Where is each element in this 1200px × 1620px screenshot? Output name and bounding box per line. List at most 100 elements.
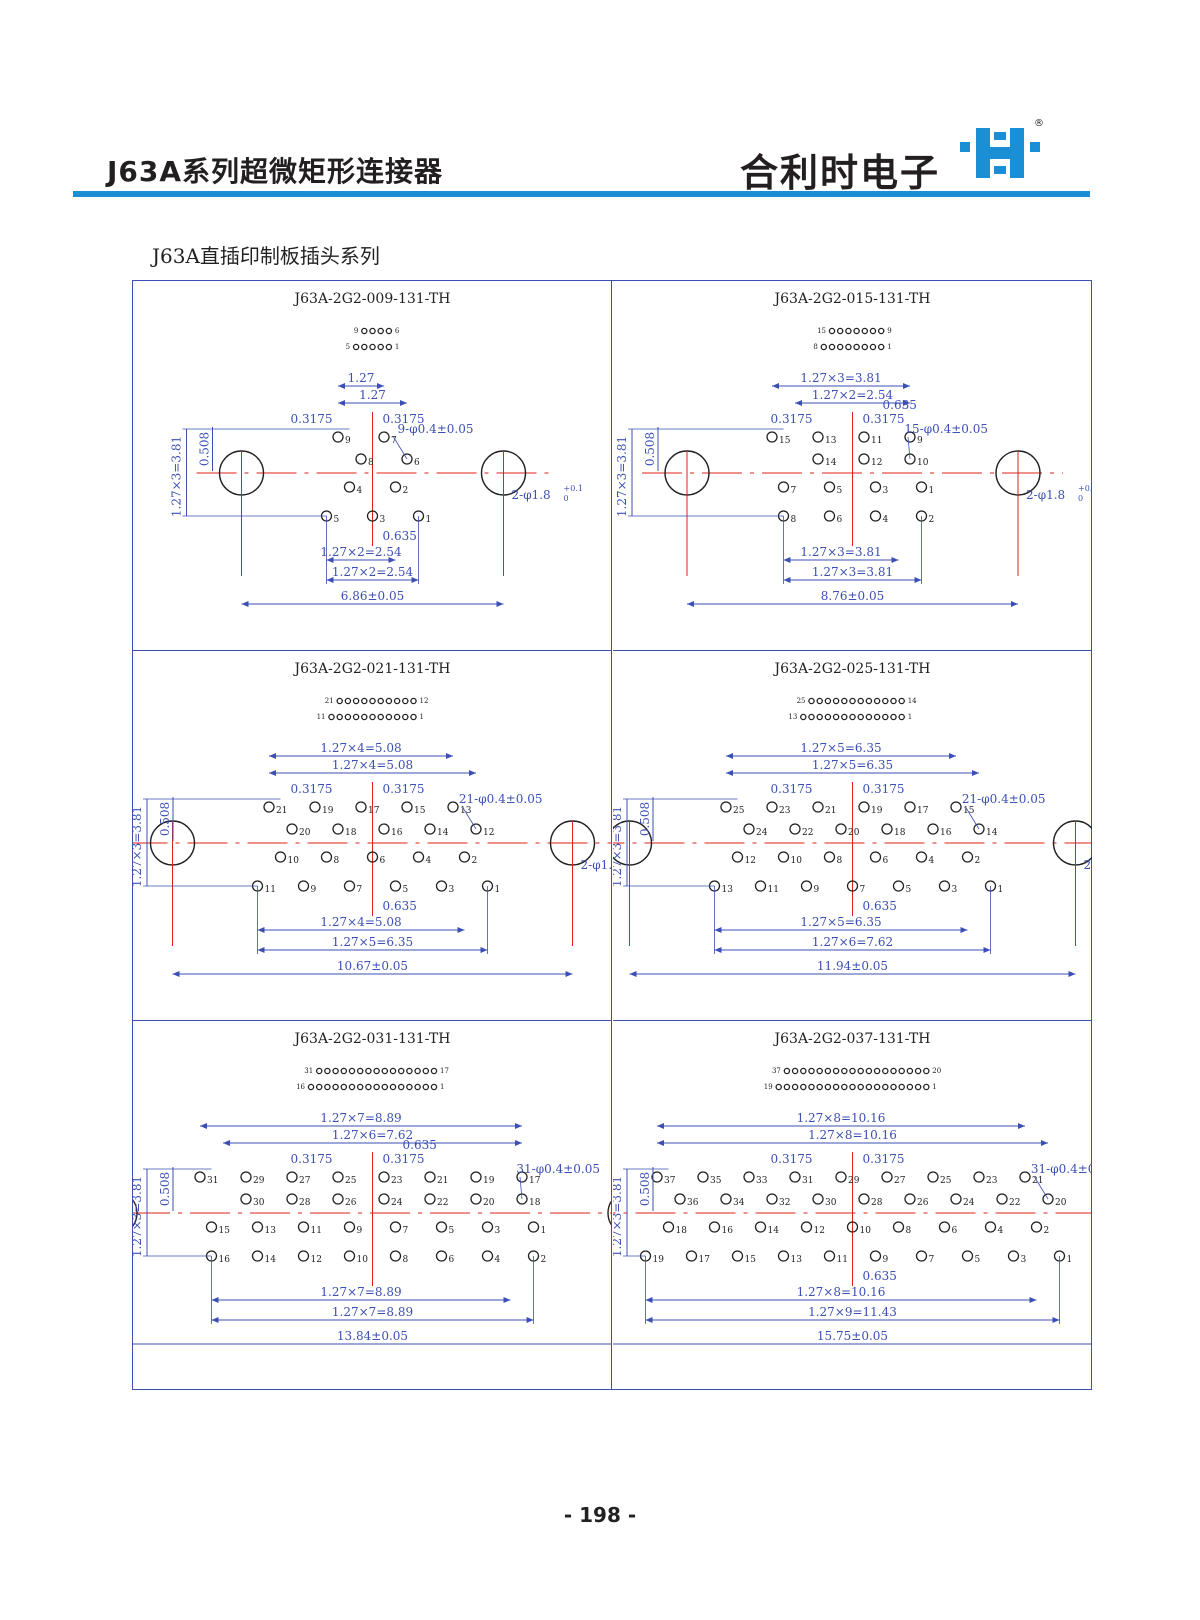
pin-label-9: 9 (345, 436, 351, 446)
pin-26 (332, 1193, 344, 1205)
mini-pin (377, 697, 384, 705)
mini-bottom-last-label: 1 (887, 343, 891, 351)
brand-name: 合利时电子 (740, 151, 941, 195)
bottom-span-2-arrow-right (1052, 1317, 1060, 1323)
pin-label-19: 19 (871, 806, 883, 816)
pin-label-24: 24 (756, 828, 768, 838)
pin-label-12: 12 (814, 1226, 825, 1236)
mini-pin (808, 1067, 815, 1075)
top-span-arrow-left (657, 1123, 664, 1129)
bottom-span-label: 1.27×3=3.81 (800, 545, 881, 559)
pin-label-8: 8 (334, 856, 340, 866)
mini-bottom-first-label: 19 (764, 1083, 773, 1091)
pin-label-5: 5 (837, 486, 843, 496)
mini-pin (365, 1067, 372, 1075)
mini-pin (361, 327, 368, 335)
mini-pin (832, 697, 840, 705)
pin-label-21: 21 (276, 806, 287, 816)
mini-pin (361, 697, 368, 705)
mini-pin (836, 327, 844, 335)
pin-label-1: 1 (541, 1226, 547, 1236)
overall-vertical-label: 1.27×3=3.81 (613, 806, 624, 887)
pin-16 (378, 823, 390, 835)
pin-14 (812, 453, 824, 465)
mini-pin (344, 713, 352, 721)
offset-left-label: 0.3175 (291, 412, 333, 426)
mini-pin (324, 1067, 331, 1075)
mini-pin (369, 697, 376, 705)
mini-pin (808, 713, 815, 721)
pin-label-20: 20 (848, 828, 860, 838)
page-number: - 198 - (563, 1503, 637, 1527)
mini-pin (402, 697, 409, 705)
bottom-span-arrow-left (714, 927, 722, 933)
mini-bottom-last-label: 1 (932, 1083, 936, 1091)
pin-2 (389, 481, 402, 493)
pin-label-15: 15 (745, 1255, 757, 1265)
hole-note: 21-φ0.4±0.05 (962, 792, 1046, 806)
mini-pin (340, 1083, 348, 1091)
pin-label-10: 10 (860, 1226, 872, 1236)
pin-8 (823, 851, 836, 863)
top-span-2-label: 1.27×8=10.16 (808, 1128, 897, 1142)
part-number: J63A-2G2-009-131-TH (293, 291, 451, 307)
mini-pin (816, 1083, 823, 1091)
brand-logo-icon: ® (960, 118, 1044, 178)
mini-pin (328, 713, 335, 721)
top-span-2-arrow-right (515, 1140, 522, 1146)
mini-bottom-first-label: 13 (788, 713, 797, 721)
pin-24 (378, 1193, 390, 1205)
top-span-label: 1.27×7=8.89 (320, 1111, 401, 1125)
offset-left-label: 0.3175 (291, 1152, 333, 1166)
overall-vertical-label: 1.27×3=3.81 (170, 436, 184, 517)
mini-pin (791, 1067, 799, 1075)
pin-25 (720, 801, 732, 813)
pin-14 (424, 823, 436, 835)
bottom-span-2-arrow-right (914, 577, 922, 583)
mini-pin (393, 713, 401, 721)
top-span-arrow-left (269, 753, 276, 759)
hole-note-leader (907, 436, 911, 460)
overall-width-arrow-left (629, 971, 637, 977)
mini-pin (865, 697, 873, 705)
pin-21 (812, 801, 824, 813)
mini-pin (890, 697, 897, 705)
mini-pin (402, 713, 409, 721)
pin-4 (343, 481, 356, 493)
mini-pin (890, 1083, 897, 1091)
pin-37 (651, 1171, 663, 1183)
pin-31 (789, 1171, 801, 1183)
bottom-span-arrow-right (960, 927, 968, 933)
mini-top-first-label: 21 (325, 697, 334, 705)
pin-label-7: 7 (403, 1226, 409, 1236)
pin-label-7: 7 (860, 885, 866, 895)
pin-25 (332, 1171, 344, 1183)
top-span-2-arrow-right (972, 770, 979, 776)
pin-label-13: 13 (791, 1255, 803, 1265)
pin-label-4: 4 (357, 486, 363, 496)
pin-8 (389, 1250, 402, 1262)
pin-label-16: 16 (219, 1255, 231, 1265)
mini-pin (841, 1083, 848, 1091)
mini-pin (344, 697, 352, 705)
pin-9 (343, 1221, 356, 1233)
pin-3 (366, 510, 379, 522)
pin-label-11: 11 (768, 885, 779, 895)
mini-pin (873, 1083, 881, 1091)
row-height-label: 0.508 (638, 802, 652, 836)
pin-label-15: 15 (414, 806, 426, 816)
overall-width-label: 15.75±0.05 (817, 1329, 888, 1343)
pin-label-22: 22 (802, 828, 813, 838)
pin-label-5: 5 (975, 1255, 981, 1265)
pin-13 (447, 801, 459, 813)
overall-width-arrow-left (241, 601, 249, 607)
pin-10 (343, 1250, 356, 1262)
pin-label-7: 7 (929, 1255, 935, 1265)
pin-label-6: 6 (449, 1255, 455, 1265)
mini-pin (820, 343, 828, 351)
mini-pin (869, 343, 877, 351)
pin-label-37: 37 (664, 1176, 676, 1186)
